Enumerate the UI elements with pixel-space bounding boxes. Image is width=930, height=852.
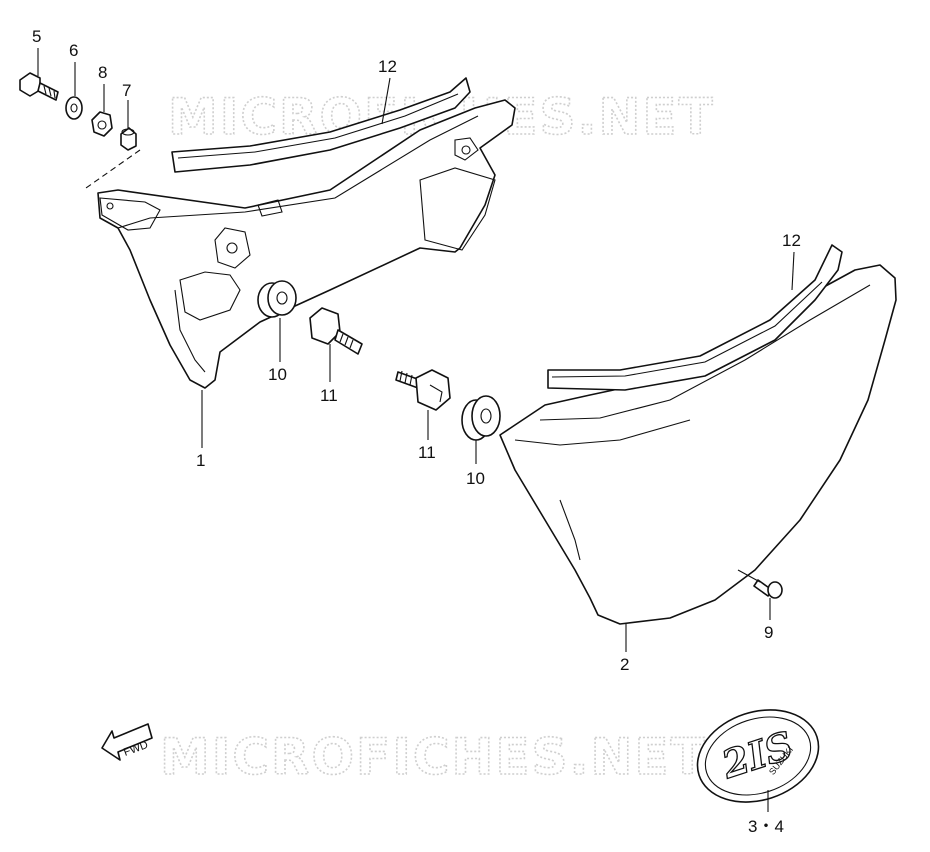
callout-2: 2 [620, 655, 629, 674]
callout-12-upper: 12 [378, 57, 397, 76]
mount-screw-part-11-left [309, 307, 363, 355]
bolt-part-5 [19, 72, 59, 101]
emblem-part-3-4: 2IS SUZUKI [696, 709, 820, 803]
assembly-line [85, 149, 141, 189]
nut-part-8 [91, 111, 113, 137]
seal-strip-upper-part [171, 77, 471, 173]
grommet-part-10-left [257, 280, 297, 318]
callout-11-right: 11 [418, 443, 436, 462]
callout-9: 9 [764, 623, 773, 642]
callout-6: 6 [69, 41, 78, 60]
forward-direction-arrow: FWD [101, 723, 153, 761]
callout-5: 5 [32, 27, 41, 46]
screw-part-9 [753, 579, 783, 599]
callout-7: 7 [122, 81, 131, 100]
callout-3-4: 3・4 [748, 817, 784, 836]
watermark-bottom: MICROFICHES.NET [160, 728, 707, 786]
washer-part-6 [65, 96, 83, 120]
callout-11-left: 11 [320, 386, 338, 405]
leader-lines [37, 48, 795, 812]
spacer-part-7 [120, 127, 137, 151]
right-side-cover-part [499, 264, 897, 625]
callout-10-right: 10 [466, 469, 485, 488]
grommet-part-10-right [461, 395, 501, 441]
callout-10-left: 10 [268, 365, 287, 384]
mount-screw-part-11-right [395, 369, 451, 411]
left-side-cover-part [97, 99, 516, 389]
seal-strip-lower-part [547, 244, 843, 391]
callout-12-lower: 12 [782, 231, 801, 250]
callout-1: 1 [196, 451, 205, 470]
callout-8: 8 [98, 63, 107, 82]
